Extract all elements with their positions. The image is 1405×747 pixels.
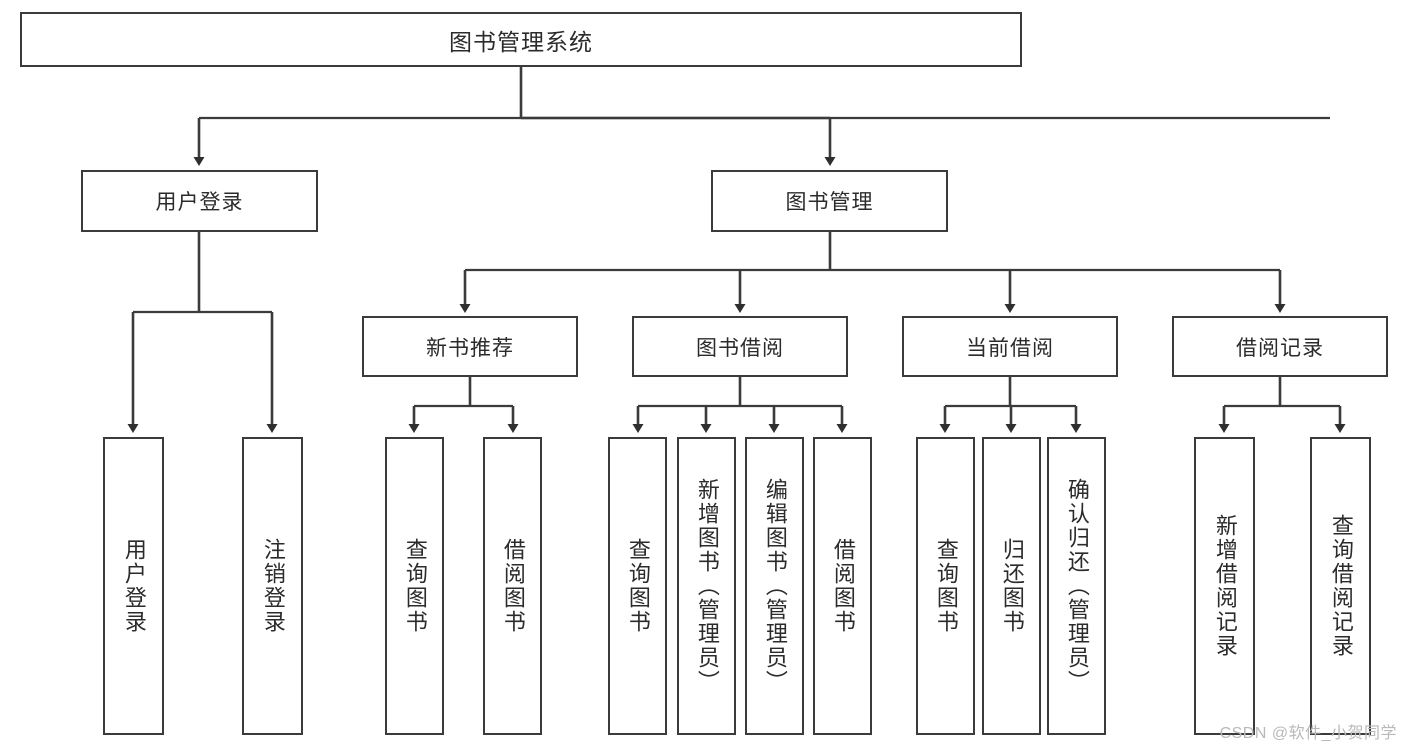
node-label: 图书借阅 xyxy=(696,336,784,360)
leaf-query-book-recommend[interactable]: 查询图书 xyxy=(385,437,444,735)
leaf-query-book-current[interactable]: 查询图书 xyxy=(916,437,975,735)
leaf-confirm-return[interactable]: 确认归还（管理员） xyxy=(1047,437,1106,735)
node-new-book-recommend[interactable]: 新书推荐 xyxy=(362,316,578,377)
leaf-query-borrow-record[interactable]: 查询借阅记录 xyxy=(1310,437,1371,735)
leaf-user-login[interactable]: 用户登录 xyxy=(103,437,164,735)
node-label: 编辑图书（管理员） xyxy=(762,478,788,694)
node-label: 确认归还（管理员） xyxy=(1064,478,1090,694)
node-label: 查询图书 xyxy=(402,538,428,634)
node-label: 新增图书（管理员） xyxy=(694,478,720,694)
node-label: 新增借阅记录 xyxy=(1212,514,1238,658)
leaf-add-borrow-record[interactable]: 新增借阅记录 xyxy=(1194,437,1255,735)
node-current-borrow[interactable]: 当前借阅 xyxy=(902,316,1118,377)
node-book-borrow[interactable]: 图书借阅 xyxy=(632,316,848,377)
leaf-edit-book[interactable]: 编辑图书（管理员） xyxy=(745,437,804,735)
node-label: 注销登录 xyxy=(260,538,286,634)
leaf-add-book[interactable]: 新增图书（管理员） xyxy=(677,437,736,735)
leaf-query-book-borrow[interactable]: 查询图书 xyxy=(608,437,667,735)
node-label: 查询图书 xyxy=(625,538,651,634)
node-label: 图书管理系统 xyxy=(449,28,593,55)
node-label: 当前借阅 xyxy=(966,336,1054,360)
leaf-logout-login[interactable]: 注销登录 xyxy=(242,437,303,735)
leaf-borrow-book[interactable]: 借阅图书 xyxy=(813,437,872,735)
node-book-management-system[interactable]: 图书管理系统 xyxy=(20,12,1022,67)
node-label: 查询借阅记录 xyxy=(1328,514,1354,658)
node-label: 归还图书 xyxy=(999,538,1025,634)
node-label: 用户登录 xyxy=(121,538,147,634)
node-label: 新书推荐 xyxy=(426,336,514,360)
node-label: 借阅图书 xyxy=(830,538,856,634)
leaf-borrow-book-recommend[interactable]: 借阅图书 xyxy=(483,437,542,735)
node-label: 借阅图书 xyxy=(500,538,526,634)
node-label: 借阅记录 xyxy=(1236,336,1324,360)
node-user-login[interactable]: 用户登录 xyxy=(81,170,318,232)
node-borrow-record[interactable]: 借阅记录 xyxy=(1172,316,1388,377)
leaf-return-book[interactable]: 归还图书 xyxy=(982,437,1041,735)
node-label: 查询图书 xyxy=(933,538,959,634)
watermark: CSDN @软件_小贺同学 xyxy=(1219,725,1397,742)
node-book-management[interactable]: 图书管理 xyxy=(711,170,948,232)
node-label: 图书管理 xyxy=(785,191,874,214)
node-label: 用户登录 xyxy=(155,191,244,214)
